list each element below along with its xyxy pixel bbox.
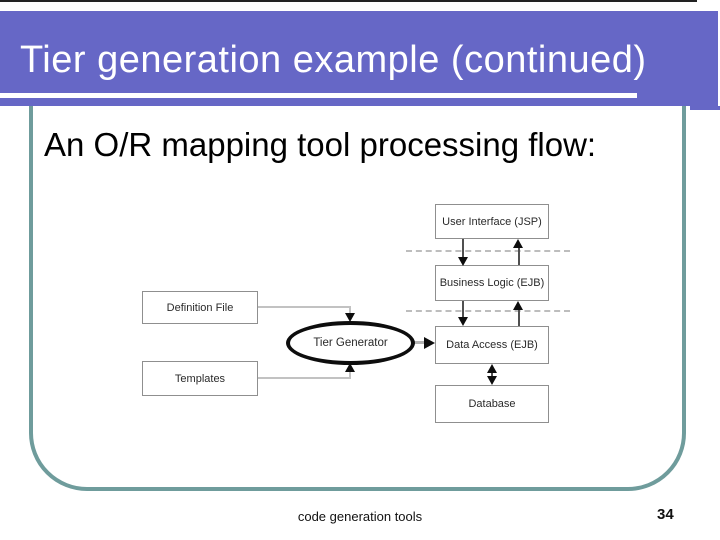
body-heading: An O/R mapping tool processing flow: (44, 126, 597, 163)
arrowhead-database-to-data-up-icon (487, 364, 497, 373)
node-database: Database (435, 385, 549, 423)
title-bar (0, 11, 718, 106)
arrowhead-business-to-data-down-icon (458, 317, 468, 326)
arrow-shaft-business-to-data-down (462, 300, 464, 318)
node-business-logic-label: Business Logic (EJB) (439, 277, 545, 289)
connector-templates-horizontal (256, 377, 351, 379)
slide-title: Tier generation example (continued) (20, 39, 647, 81)
node-tier-generator: Tier Generator (286, 321, 415, 365)
node-data-access: Data Access (EJB) (435, 326, 549, 364)
node-tier-generator-label: Tier Generator (313, 337, 388, 349)
arrow-shaft-data-to-business-up (518, 310, 520, 326)
node-business-logic: Business Logic (EJB) (435, 265, 549, 301)
connector-generator-to-data-access (412, 341, 426, 344)
node-templates: Templates (142, 361, 258, 396)
arrow-shaft-data-to-database (491, 371, 493, 378)
tier-separator-dashed-line-2 (406, 310, 570, 312)
page-number: 34 (657, 506, 674, 523)
arrowhead-generator-to-data-access-icon (424, 337, 435, 349)
footer-text: code generation tools (297, 509, 423, 524)
connector-templates-vertical (349, 370, 351, 378)
node-user-interface: User Interface (JSP) (435, 204, 549, 239)
node-database-label: Database (468, 398, 516, 410)
connector-definition-file-vertical (349, 306, 351, 315)
title-bar-right-notch (690, 106, 720, 110)
tier-separator-dashed-line-1 (406, 250, 570, 252)
arrowhead-definition-file-to-generator-icon (345, 313, 355, 322)
connector-definition-file-horizontal (256, 306, 351, 308)
arrow-shaft-ui-to-business-down (462, 238, 464, 258)
arrow-shaft-business-to-ui-up (518, 248, 520, 265)
node-definition-file: Definition File (142, 291, 258, 324)
arrowhead-business-to-ui-up-icon (513, 239, 523, 248)
node-templates-label: Templates (174, 372, 226, 385)
title-underline (0, 93, 637, 98)
node-definition-file-label: Definition File (166, 301, 234, 314)
window-top-edge (0, 0, 697, 2)
arrowhead-data-to-business-up-icon (513, 301, 523, 310)
arrowhead-ui-to-business-down-icon (458, 257, 468, 266)
arrowhead-data-to-database-down-icon (487, 376, 497, 385)
arrowhead-templates-to-generator-icon (345, 363, 355, 372)
node-data-access-label: Data Access (EJB) (446, 339, 538, 351)
node-user-interface-label: User Interface (JSP) (442, 215, 542, 228)
